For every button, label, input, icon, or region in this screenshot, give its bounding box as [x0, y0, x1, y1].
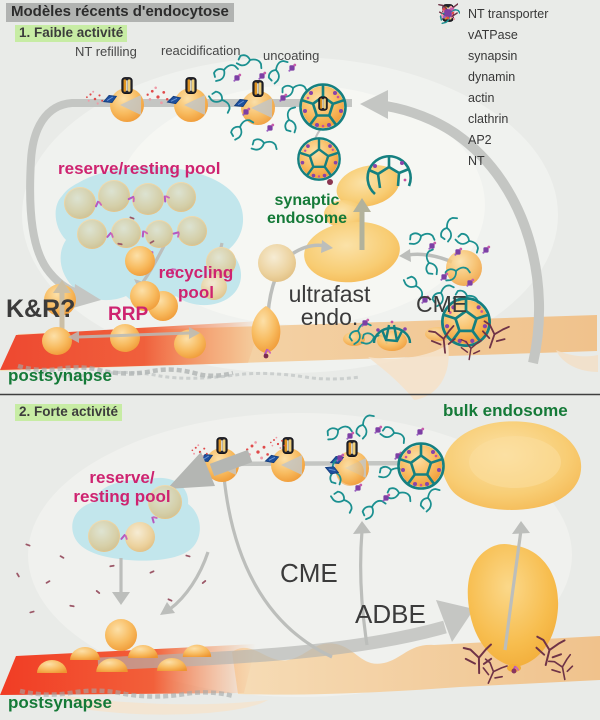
page-title: Modèles récents d'endocytose — [6, 3, 234, 22]
recycling-vesicles — [44, 246, 178, 321]
legend-row-synapsin: synapsin — [438, 8, 598, 66]
adbe-invagination — [462, 544, 577, 688]
label-recycling-pool-line2: pool — [178, 283, 214, 302]
cme-cycle-arrows — [222, 476, 371, 659]
coated-vesicle-2 — [397, 442, 445, 490]
bulk-endosome — [442, 421, 582, 510]
adbe-to-endosome-arrow — [503, 521, 530, 651]
panel1-heading: 1. Faible activité — [15, 25, 128, 43]
label-synaptic-endosome-line2: endosome — [266, 210, 347, 227]
legend-row-ap2: AP2 — [438, 6, 598, 150]
label-reserve-pool: reserve/resting pool — [58, 159, 221, 178]
postsynaptic-density — [17, 363, 234, 378]
coated-vesicles — [297, 83, 412, 196]
label-cme-1: CME — [416, 291, 468, 317]
legend-row-nt-transporter: NT transporter — [438, 3, 598, 24]
label-reserve-2-line2: resting pool — [73, 487, 171, 506]
pool-to-membrane-arrows — [112, 551, 210, 615]
label-nt-refilling: NT refilling — [75, 44, 137, 59]
vesicle-row — [86, 76, 275, 125]
membrane-tail — [368, 344, 449, 400]
legend-row-dynamin: dynamin — [438, 7, 598, 87]
legend-row-actin: actin — [438, 3, 598, 108]
legend-row-nt: NT — [438, 5, 598, 171]
ultrafast-budding-vesicle — [251, 244, 296, 359]
label-reserve-2-line1: reserve/ — [89, 468, 155, 487]
label-postsynapse-1: postsynapse — [8, 366, 112, 385]
cme-zone — [343, 214, 510, 362]
legend-row-vatpase: vATPase — [438, 4, 598, 45]
label-recycling-pool-line1: recycling — [158, 263, 234, 282]
label-uncoating: uncoating — [263, 48, 320, 63]
fusing-vesicle — [105, 619, 137, 651]
panel2-graphics — [0, 412, 600, 715]
label-ultrafast-line2: endo. — [300, 304, 359, 330]
label-cme-2: CME — [280, 558, 338, 588]
clathrin-cluster-2 — [323, 412, 447, 521]
membrane-double-arrow — [68, 327, 200, 343]
label-reacidification: reacidification — [161, 43, 241, 58]
adbe-membrane-arrow — [97, 600, 474, 671]
label-ultrafast-line1: ultrafast — [288, 281, 371, 307]
label-rrp: RRP — [108, 304, 149, 325]
panel1-graphics — [0, 49, 598, 400]
label-bulk-endosome: bulk endosome — [443, 401, 568, 420]
label-adbe: ADBE — [355, 599, 426, 629]
label-synaptic-endosome-line1: synaptic — [274, 192, 340, 209]
reserve-pool-vesicles — [64, 180, 236, 300]
postsynaptic-density-2 — [19, 688, 234, 699]
legend: NT transporter vATPase synapsin dynamin … — [438, 3, 598, 171]
panel2-heading: 2. Forte activité — [15, 404, 123, 422]
row-to-pool-arrow — [167, 449, 253, 489]
endosome-up-arrow — [353, 198, 371, 250]
label-postsynapse-2: postsynapse — [8, 693, 112, 712]
docked-vesicles — [42, 324, 206, 359]
legend-row-clathrin: clathrin — [438, 9, 598, 129]
label-kiss-and-run: K&R? — [6, 295, 76, 323]
reserve-pool-vesicles-2 — [88, 485, 182, 552]
